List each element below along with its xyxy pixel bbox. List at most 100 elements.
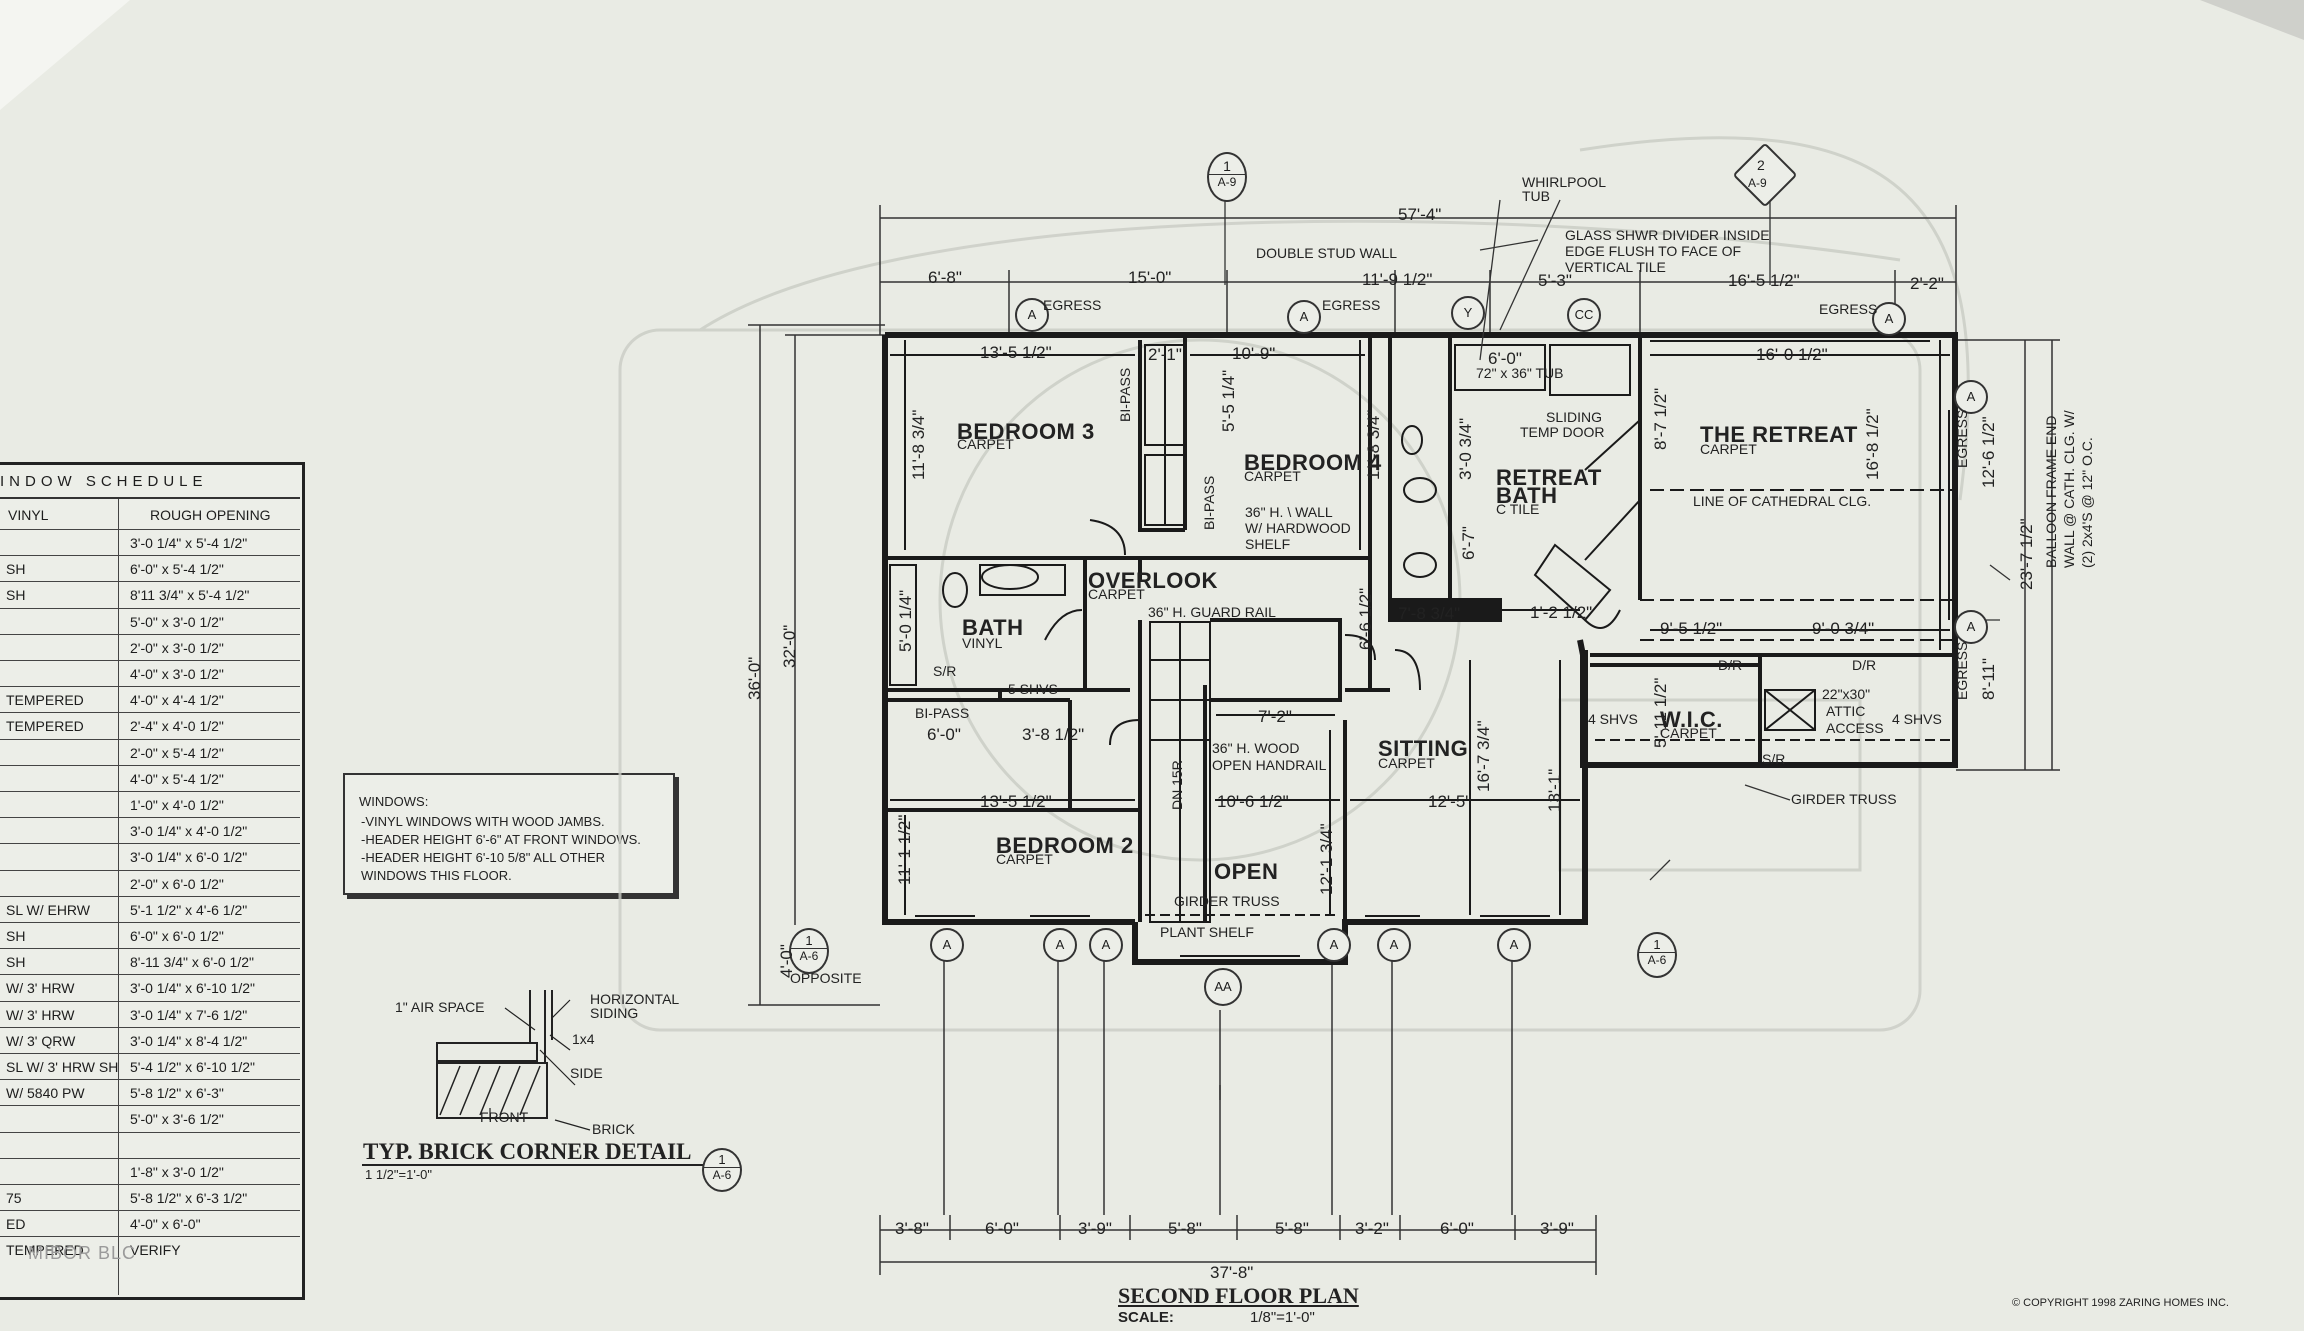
note-egress: EGRESS bbox=[1043, 297, 1102, 313]
window-tag-a: A bbox=[1015, 298, 1049, 332]
dim-top: 15'-0" bbox=[1128, 268, 1172, 287]
note-shelf-rod: S/R bbox=[933, 663, 957, 679]
note-egress: EGRESS bbox=[1954, 641, 1970, 700]
schedule-row: 2'-0" x 5'-4 1/2" bbox=[0, 738, 300, 766]
schedule-opening-cell: 8'11 3/4" x 5'-4 1/2" bbox=[130, 587, 250, 604]
section-marker-1: 1 A-9 bbox=[1207, 152, 1247, 202]
dim-room: 10'-6 1/2" bbox=[1217, 792, 1289, 811]
room-overlook: OVERLOOK bbox=[1088, 568, 1218, 593]
schedule-opening-cell: 2'-0" x 3'-0 1/2" bbox=[130, 639, 224, 656]
dim-room: 3'-8 1/2" bbox=[1022, 725, 1085, 744]
note-girder: GIRDER TRUSS bbox=[1791, 791, 1897, 807]
schedule-opening-cell: 5'-8 1/2" x 6'-3" bbox=[130, 1085, 224, 1102]
note-egress: EGRESS bbox=[1954, 409, 1970, 468]
room-retreat-bath: RETREAT bbox=[1496, 465, 1602, 490]
section-marker-sheet: A-9 bbox=[1209, 174, 1245, 189]
schedule-row bbox=[0, 1131, 300, 1159]
note-double-rod: D/R bbox=[1852, 657, 1877, 673]
section-marker-2-sheet: A-9 bbox=[1748, 176, 1767, 190]
schedule-opening-cell: 2'-0" x 5'-4 1/2" bbox=[130, 744, 224, 761]
dim-bottom: 5'-8" bbox=[1275, 1219, 1309, 1238]
note-balloon: (2) 2x4'S @ 12" O.C. bbox=[2079, 437, 2095, 568]
note-double-rod: D/R bbox=[1718, 657, 1743, 673]
room-the-retreat: THE RETREAT bbox=[1700, 422, 1858, 447]
finish-label: CARPET bbox=[957, 436, 1014, 452]
schedule-opening-cell: 3'-0 1/4" x 6'-0 1/2" bbox=[130, 849, 248, 866]
window-tag-a: A bbox=[1089, 928, 1123, 962]
dim-room: 6'-7" bbox=[1459, 526, 1478, 560]
detail-marker: 1 A-6 bbox=[1637, 932, 1677, 978]
dim-left-32: 32'-0" bbox=[780, 624, 799, 668]
dim-room: 7'-8 3/4" bbox=[1398, 604, 1461, 623]
note-balloon: WALL @ CATH. CLG. W/ bbox=[2061, 410, 2077, 568]
windows-note-line: -HEADER HEIGHT 6'-6" AT FRONT WINDOWS. bbox=[361, 832, 641, 847]
brick-air-space: 1" AIR SPACE bbox=[395, 999, 485, 1015]
note-girder: GIRDER TRUSS bbox=[1174, 893, 1280, 909]
finish-label: CARPET bbox=[1700, 441, 1757, 457]
dim-room: 11'-8 3/4" bbox=[909, 409, 928, 480]
dim-room: 1'-2 1/2" bbox=[1530, 603, 1593, 622]
schedule-opening-cell: 2'-4" x 4'-0 1/2" bbox=[130, 718, 224, 735]
schedule-opening-cell: 3'-0 1/4" x 8'-4 1/2" bbox=[130, 1032, 248, 1049]
schedule-opening-cell: 5'-0" x 3'-6 1/2" bbox=[130, 1111, 224, 1128]
finish-label: CARPET bbox=[1378, 755, 1435, 771]
schedule-row: 1'-0" x 4'-0 1/2" bbox=[0, 791, 300, 818]
dim-room: 10'-9" bbox=[1232, 344, 1276, 363]
note-sliding: SLIDING bbox=[1546, 409, 1603, 425]
room-open: OPEN bbox=[1214, 859, 1279, 884]
windows-note-line: WINDOWS THIS FLOOR. bbox=[361, 868, 512, 883]
dim-bottom: 3'-9" bbox=[1078, 1219, 1112, 1238]
room-bedroom-3: BEDROOM 3 bbox=[957, 419, 1095, 444]
window-tag-aa: AA bbox=[1204, 968, 1242, 1006]
note-shelf-rod: S/R bbox=[1762, 751, 1786, 767]
dim-room: 13'-5 1/2" bbox=[980, 343, 1052, 362]
note-plant-shelf: PLANT SHELF bbox=[1160, 924, 1254, 940]
schedule-type-cell: W/ 5840 PW bbox=[6, 1085, 85, 1102]
schedule-opening-cell: 5'-0" x 3'-0 1/2" bbox=[130, 613, 224, 630]
schedule-type-cell: TEMPERED bbox=[6, 718, 84, 735]
note-shelves: 4 SHVS bbox=[1892, 711, 1942, 727]
room-bath: BATH bbox=[962, 615, 1024, 640]
schedule-type-cell: SH bbox=[6, 587, 26, 604]
finish-label: CARPET bbox=[1088, 586, 1145, 602]
note-bipass: BI-PASS bbox=[915, 705, 970, 721]
brick-detail-scale: 1 1/2"=1'-0" bbox=[365, 1167, 433, 1182]
schedule-type-cell: SH bbox=[6, 928, 26, 944]
window-tag-a: A bbox=[1497, 928, 1531, 962]
window-tag-y: Y bbox=[1451, 296, 1485, 330]
brick-siding: HORIZONTAL SIDING bbox=[590, 991, 679, 1021]
note-double-stud: DOUBLE STUD WALL bbox=[1256, 245, 1398, 261]
section-marker-2-num: 2 bbox=[1757, 157, 1765, 173]
dim-room: 9'-0 3/4" bbox=[1812, 619, 1875, 638]
finish-label: CARPET bbox=[1660, 725, 1717, 741]
dim-room: 7'-2" bbox=[1258, 707, 1292, 726]
dim-room: 13'-5 1/2" bbox=[980, 792, 1052, 811]
dim-room: 11'-1 1/2" bbox=[895, 814, 914, 885]
detail-marker: 1 A-6 bbox=[702, 1148, 742, 1192]
schedule-type-cell: TEMPERED bbox=[6, 1242, 84, 1259]
window-tag-a: A bbox=[1954, 610, 1988, 644]
finish-label: CARPET bbox=[1244, 468, 1301, 484]
note-cathedral: LINE OF CATHEDRAL CLG. bbox=[1693, 493, 1872, 509]
dim-room: 6'-6 1/2" bbox=[1356, 587, 1375, 650]
schedule-type-cell: ED bbox=[6, 1216, 26, 1233]
schedule-type-cell: W/ 3' QRW bbox=[6, 1032, 76, 1049]
note-shelves: 4 SHVS bbox=[1588, 711, 1638, 727]
window-tag-a: A bbox=[1954, 380, 1988, 414]
dim-room: 12'-1 3/4" bbox=[1317, 823, 1336, 895]
note-glass: GLASS SHWR DIVIDER INSIDE bbox=[1565, 227, 1770, 243]
note-wood-rail: 36" H. WOOD bbox=[1212, 740, 1300, 756]
brick-label: BRICK bbox=[592, 1121, 635, 1137]
schedule-row: 1'-8" x 3'-0 1/2" bbox=[0, 1157, 300, 1185]
dim-room: 11'-8 3/4" bbox=[1364, 409, 1383, 480]
schedule-row: 2'-0" x 6'-0 1/2" bbox=[0, 869, 300, 897]
dim-room: 6'-0" bbox=[927, 725, 961, 744]
schedule-row: SH 8'11 3/4" x 5'-4 1/2" bbox=[0, 581, 300, 608]
